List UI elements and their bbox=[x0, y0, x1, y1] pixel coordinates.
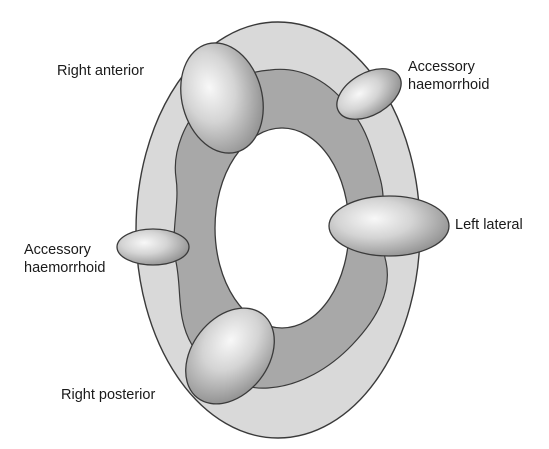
haemorrhoid-right-posterior bbox=[185, 307, 275, 405]
haemorrhoid-accessory-left bbox=[116, 228, 190, 266]
label-accessory-haemorrhoid-top-right: Accessory haemorrhoid bbox=[408, 59, 490, 93]
label-right-posterior: Right posterior bbox=[61, 387, 156, 403]
label-right-anterior: Right anterior bbox=[57, 63, 145, 79]
label-left-lateral: Left lateral bbox=[455, 217, 523, 233]
label-accessory-haemorrhoid-left: Accessory haemorrhoid bbox=[24, 242, 106, 276]
haemorrhoid-accessory-top-right bbox=[336, 68, 402, 120]
haemorrhoid-left-lateral bbox=[328, 195, 450, 257]
haemorrhoid-right-anterior bbox=[180, 42, 264, 154]
